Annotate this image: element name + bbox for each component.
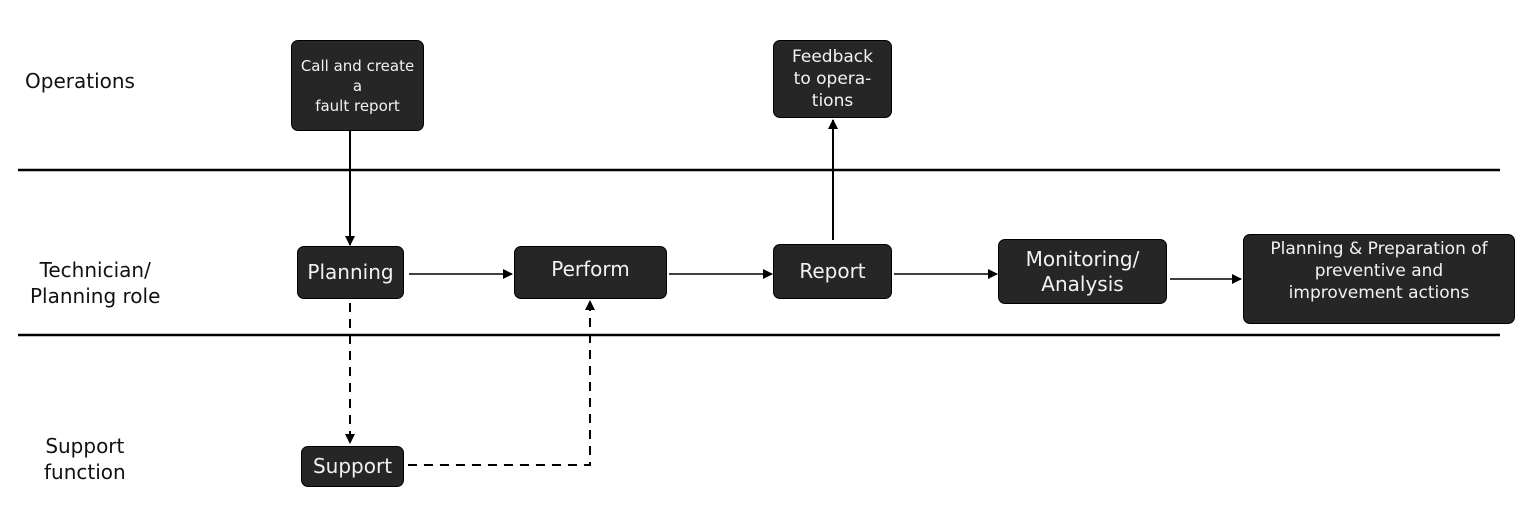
node-support-label: Support: [312, 454, 393, 478]
node-preventive-label: Planning & Preparation of preventive and…: [1270, 239, 1488, 303]
lane-label-operations: Operations: [25, 69, 135, 93]
lane-label-support: Support function: [44, 434, 126, 484]
node-call-fault-report-label: Call and create a fault report: [300, 56, 415, 115]
node-feedback-label: Feedback to opera- tions: [792, 47, 873, 111]
node-perform: Perform: [514, 246, 667, 299]
node-feedback: Feedback to opera- tions: [773, 40, 892, 118]
node-monitoring-label: Monitoring/ Analysis: [1025, 246, 1140, 296]
node-support: Support: [301, 446, 404, 487]
dashed-arrow-support-to-perform: [408, 300, 595, 466]
node-report-label: Report: [799, 259, 866, 283]
node-call-fault-report: Call and create a fault report: [291, 40, 424, 131]
node-perform-label: Perform: [551, 257, 630, 281]
node-planning-label: Planning: [307, 260, 394, 284]
node-monitoring: Monitoring/ Analysis: [998, 239, 1167, 304]
node-preventive: Planning & Preparation of preventive and…: [1243, 234, 1515, 324]
node-planning: Planning: [297, 246, 404, 299]
node-report: Report: [773, 244, 892, 299]
lane-label-technician: Technician/ Planning role: [30, 258, 161, 308]
